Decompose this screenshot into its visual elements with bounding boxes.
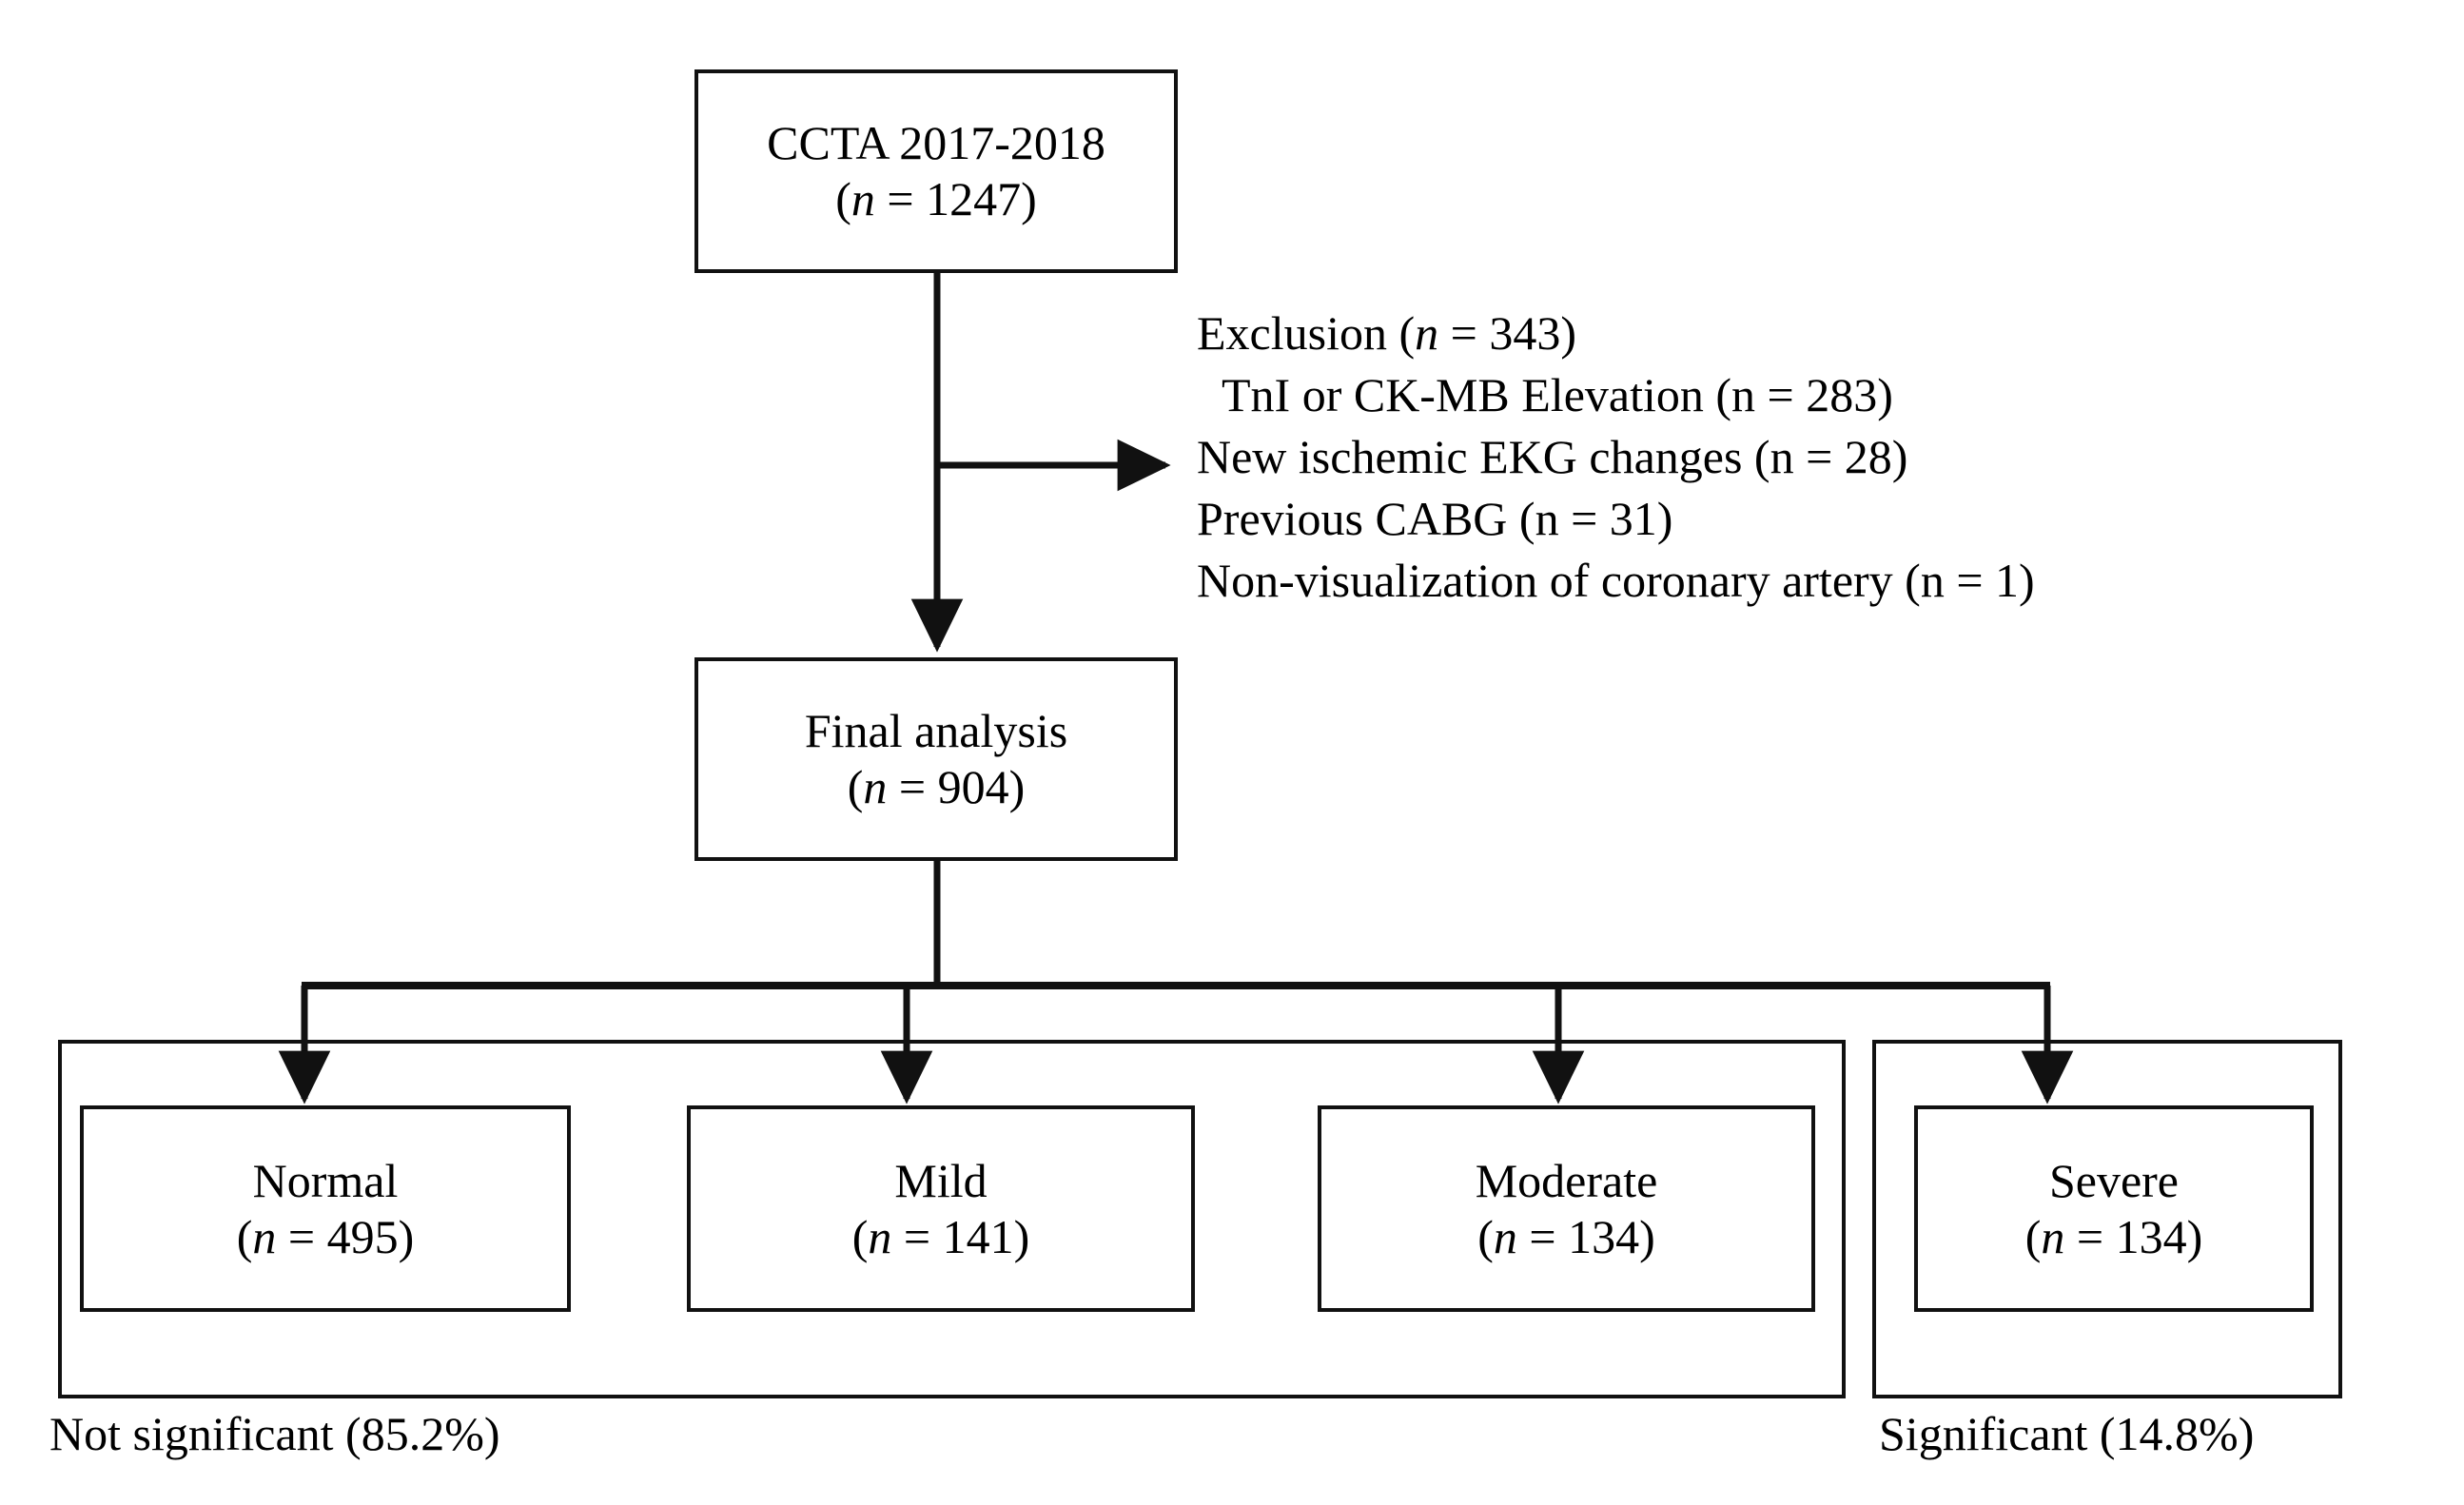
group-box-significant — [1872, 1040, 2342, 1398]
exclusion-list: Exclusion (n = 343) TnI or CK-MB Elevati… — [1197, 303, 2434, 612]
node-source-label: CCTA 2017-2018 — [767, 116, 1105, 169]
node-moderate-label: Moderate — [1475, 1153, 1658, 1207]
node-severe-label: Severe — [2048, 1153, 2180, 1207]
node-final-analysis[interactable]: Final analysis (n = 904) — [694, 657, 1178, 861]
node-severe-count: (n = 134) — [2024, 1209, 2203, 1263]
node-moderate-count: (n = 134) — [1477, 1209, 1655, 1263]
node-mild-count: (n = 141) — [851, 1209, 1030, 1263]
group-box-not-significant — [58, 1040, 1846, 1398]
exclusion-item-previous-cabg: Previous CABG (n = 31) — [1197, 492, 1673, 545]
node-source-cohort[interactable]: CCTA 2017-2018 (n = 1247) — [694, 69, 1178, 273]
node-category-mild[interactable]: Mild (n = 141) — [687, 1105, 1195, 1312]
exclusion-heading: Exclusion (n = 343) — [1197, 306, 1576, 360]
node-category-moderate[interactable]: Moderate (n = 134) — [1318, 1105, 1815, 1312]
node-category-normal[interactable]: Normal (n = 495) — [80, 1105, 571, 1312]
label-not-significant: Not significant (85.2%) — [49, 1407, 500, 1460]
node-source-count: (n = 1247) — [835, 172, 1037, 225]
exclusion-item-ekg-changes: New ischemic EKG changes (n = 28) — [1197, 430, 1908, 483]
node-normal-label: Normal — [252, 1153, 399, 1207]
node-final-label: Final analysis — [804, 704, 1068, 757]
exclusion-item-tni-ckmb: TnI or CK-MB Elevation (n = 283) — [1222, 368, 1893, 421]
node-normal-count: (n = 495) — [236, 1209, 415, 1263]
exclusion-item-non-visualization: Non-visualization of coronary artery (n … — [1197, 554, 2035, 607]
node-category-severe[interactable]: Severe (n = 134) — [1914, 1105, 2314, 1312]
node-final-count: (n = 904) — [847, 760, 1026, 813]
label-significant: Significant (14.8%) — [1879, 1407, 2255, 1460]
node-mild-label: Mild — [894, 1153, 988, 1207]
